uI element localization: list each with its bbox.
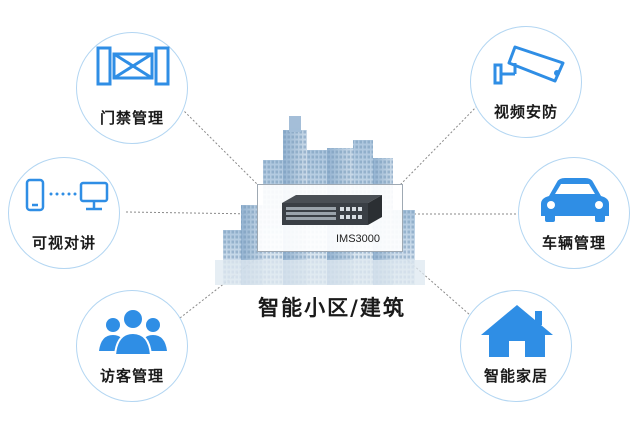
node-label: 车辆管理 [541, 234, 606, 252]
node-video-intercom: 可视对讲 [8, 157, 120, 269]
connector-visitors [179, 253, 263, 319]
ims-device-icon [282, 195, 382, 225]
cctv-camera-icon [493, 45, 565, 85]
node-label: 访客管理 [99, 367, 164, 385]
node-label: 智能家居 [483, 367, 548, 385]
visitors-icon [99, 310, 167, 356]
connector-access [175, 102, 259, 186]
car-icon [541, 178, 609, 222]
node-label: 门禁管理 [99, 109, 164, 127]
house-icon [481, 305, 553, 357]
access-gate-icon [96, 46, 170, 86]
center-title: 智能小区/建筑 [258, 296, 406, 320]
node-smart-home: 智能家居 [460, 290, 572, 402]
node-label: 视频安防 [493, 103, 558, 121]
node-video-surveillance: 视频安防 [470, 26, 582, 138]
node-access-control: 门禁管理 [76, 32, 188, 144]
node-label: 可视对讲 [31, 234, 96, 252]
device-frame [257, 184, 403, 252]
device-model-label: IMS3000 [336, 233, 381, 245]
connector-intercom [125, 211, 258, 215]
connector-cctv [399, 102, 481, 186]
node-vehicle-management: 车辆管理 [518, 157, 630, 269]
video-intercom-icon [25, 178, 109, 212]
node-visitor-management: 访客管理 [76, 290, 188, 402]
